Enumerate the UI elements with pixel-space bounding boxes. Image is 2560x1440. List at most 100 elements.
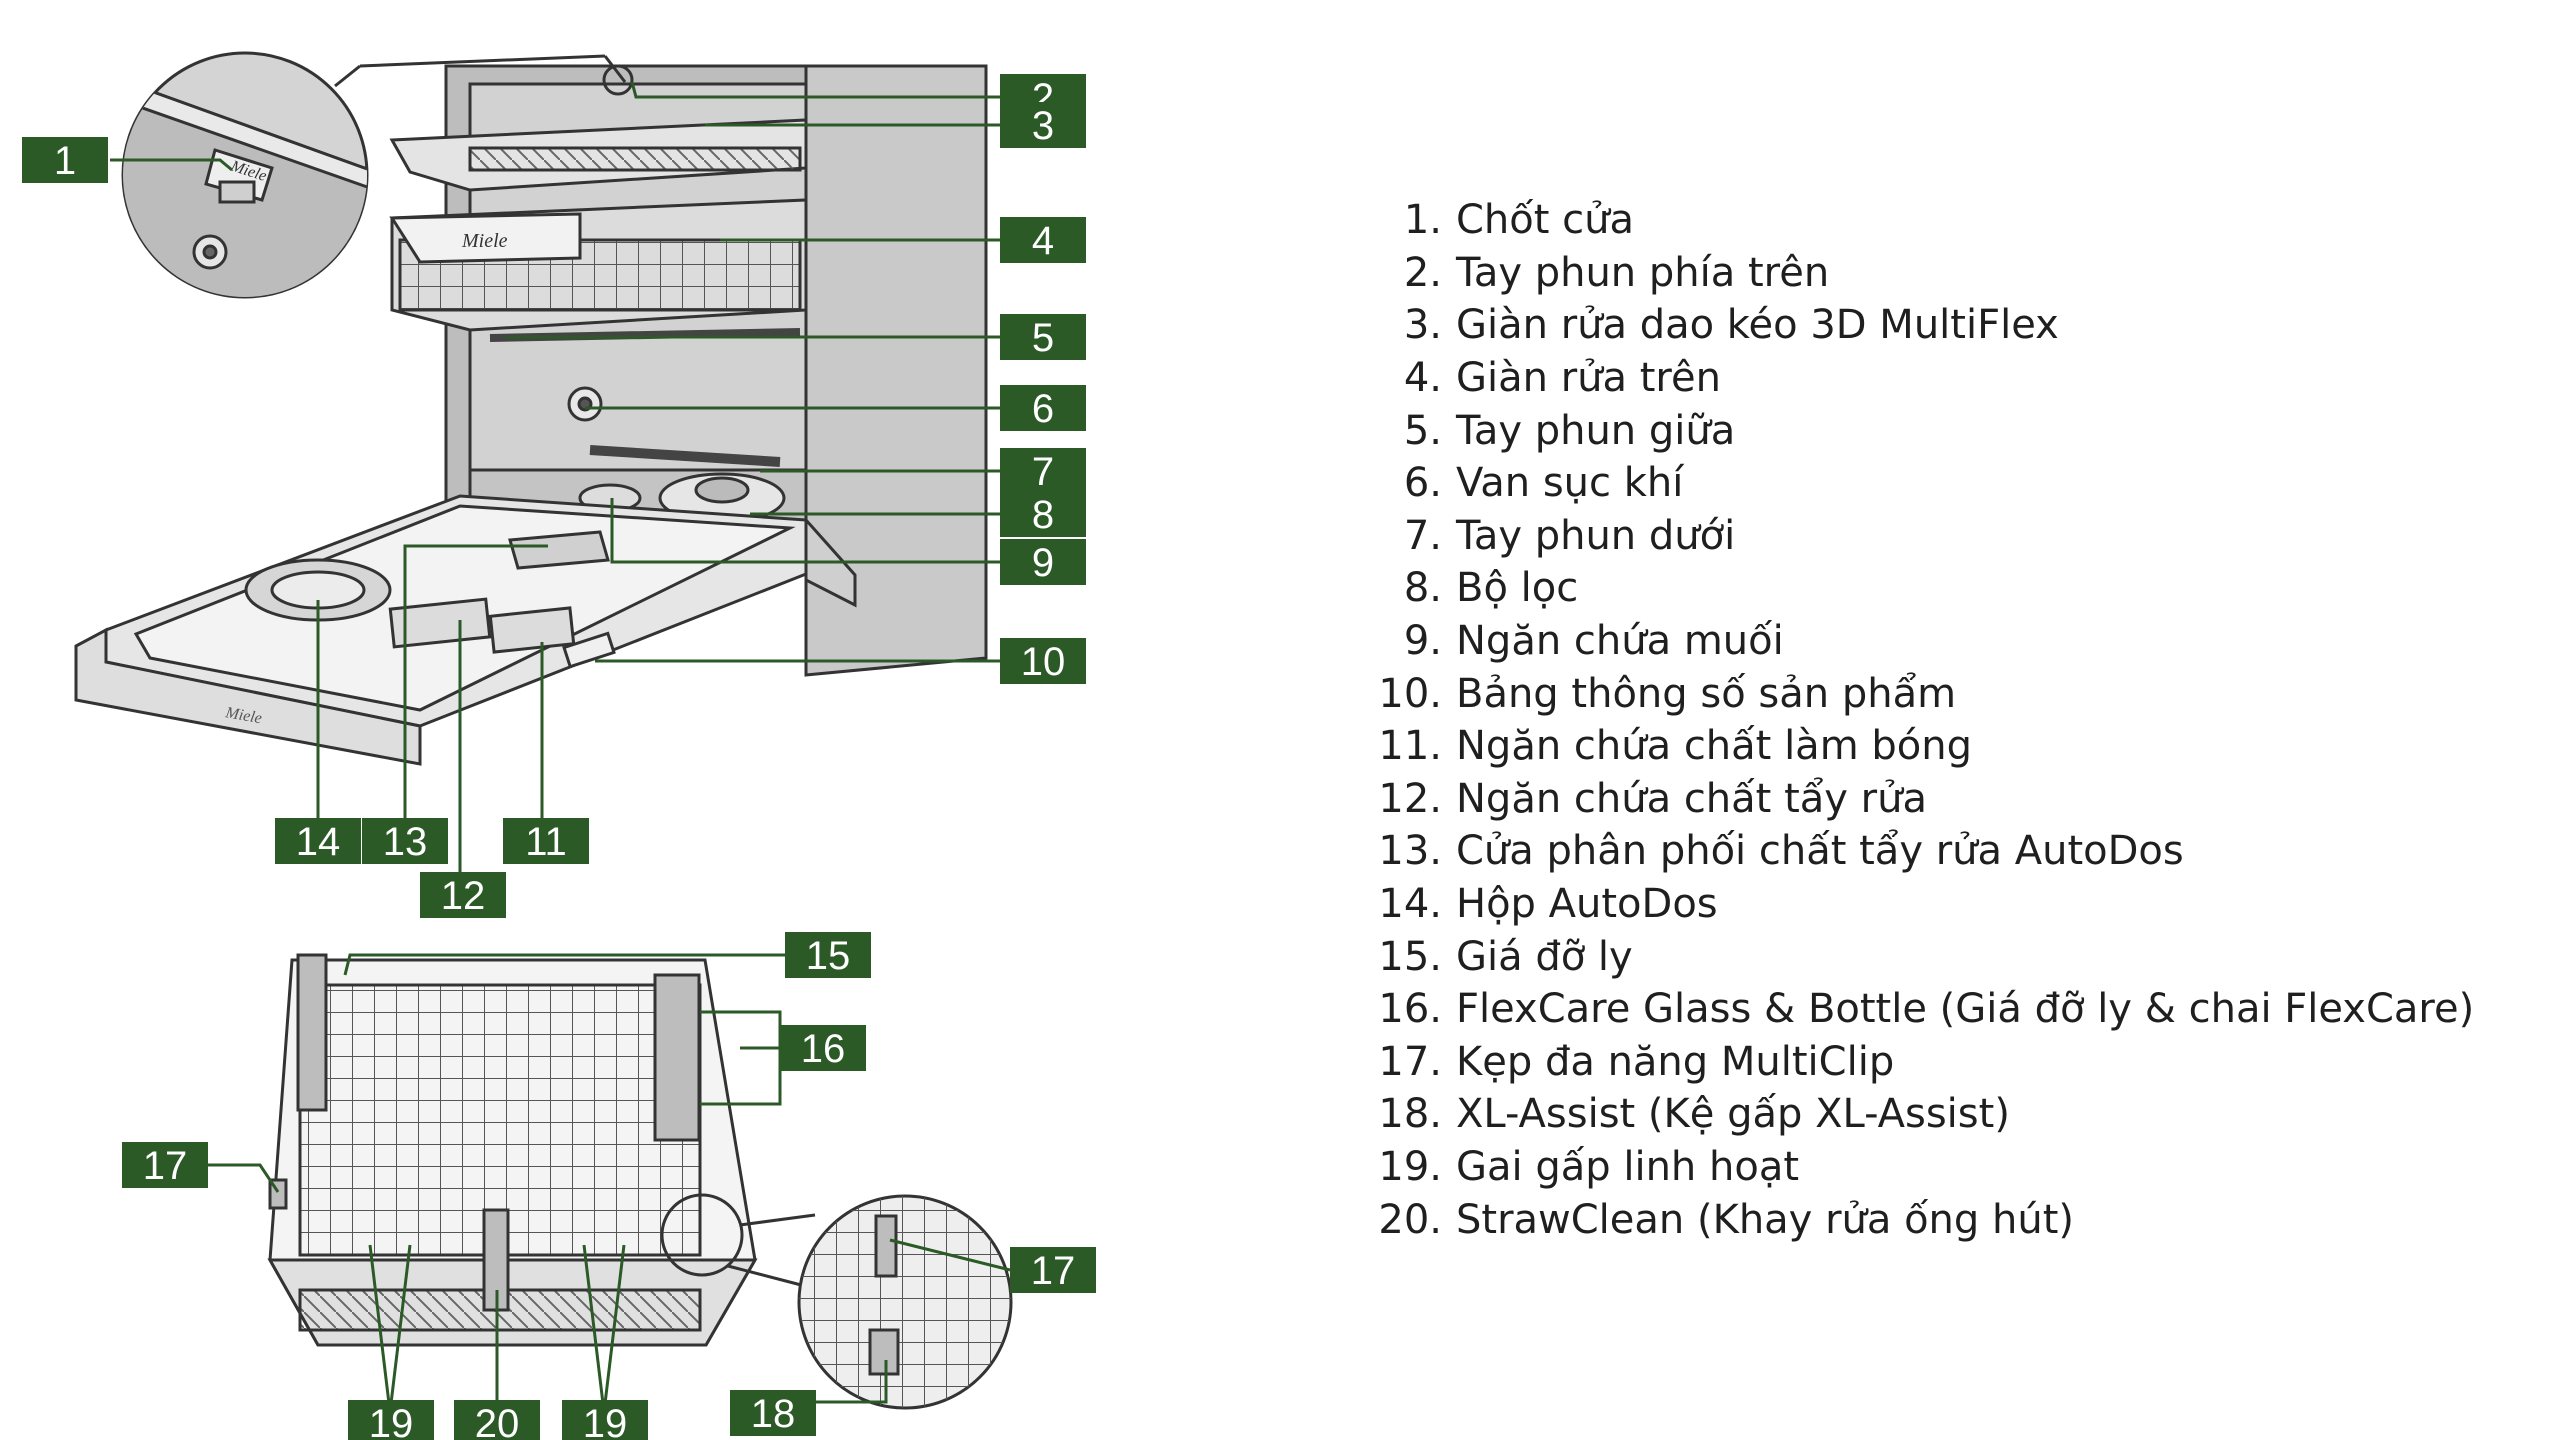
- callout-tag: 3: [1000, 102, 1086, 148]
- legend-item-text: Giàn rửa dao kéo 3D MultiFlex: [1456, 302, 2059, 349]
- legend-item-text: StrawClean (Khay rửa ống hút): [1456, 1196, 2075, 1243]
- legend-item-number: 9.: [1403, 618, 1442, 665]
- legend-item-number: 2.: [1403, 249, 1442, 296]
- callout-tag: 17: [122, 1142, 208, 1188]
- callout-tag: 19: [348, 1400, 434, 1440]
- callout-tag-label: 15: [806, 934, 851, 978]
- callout-tag-box: [503, 818, 589, 864]
- legend-item-text: Van sục khí: [1456, 460, 1684, 507]
- legend-item: 16.FlexCare Glass & Bottle (Giá đỡ ly & …: [1352, 983, 2474, 1036]
- legend-item-number: 20.: [1378, 1196, 1442, 1243]
- callout-tag-label: 19: [583, 1402, 628, 1440]
- autodos-door: [508, 530, 610, 570]
- legend-item: 14.Hộp AutoDos: [1352, 878, 2474, 931]
- callout-tag-label: 18: [751, 1392, 796, 1436]
- callout-tag: 18: [730, 1390, 816, 1436]
- legend-item-number: 10.: [1378, 670, 1442, 717]
- callout-tag-label: 9: [1032, 541, 1054, 585]
- callout-tag-box: [1000, 491, 1086, 537]
- callout-tag-box: [1000, 638, 1086, 684]
- legend-item-text: Gai gấp linh hoạt: [1456, 1143, 1800, 1190]
- legend-item: 3. Giàn rửa dao kéo 3D MultiFlex: [1352, 299, 2474, 352]
- callout-tag-label: 1: [54, 139, 76, 183]
- callout-tag: 6: [1000, 385, 1086, 431]
- callout-tag: 4: [1000, 217, 1086, 263]
- zoom-xl-assist: [660, 1193, 1013, 1410]
- legend-item-text: Bộ lọc: [1456, 565, 1579, 612]
- lower-basket: [267, 953, 758, 1347]
- callout-tag: 1: [22, 137, 108, 183]
- legend-item: 4.Giàn rửa trên: [1352, 352, 2474, 405]
- legend-item-number: 3.: [1403, 302, 1442, 349]
- rinse-aid-compartment: [488, 606, 576, 654]
- legend-item-text: Chốt cửa: [1456, 197, 1635, 244]
- legend-item: 1.Chốt cửa: [1352, 194, 2474, 247]
- callout-tag-box: [420, 872, 506, 918]
- legend-item-number: 15.: [1378, 933, 1442, 980]
- callout-tag-box: [275, 818, 361, 864]
- legend-item: 18. XL-Assist (Kệ gấp XL-Assist): [1352, 1088, 2474, 1141]
- legend-item: 19.Gai gấp linh hoạt: [1352, 1141, 2474, 1194]
- callout-tag-label: 6: [1032, 387, 1054, 431]
- legend-item-number: 6.: [1403, 460, 1442, 507]
- zoom-door-latch: Miele: [121, 51, 634, 299]
- flexcare-right: [653, 973, 701, 1142]
- callout-tag: 12: [420, 872, 506, 918]
- legend-item-text: Tay phun phía trên: [1456, 249, 1830, 296]
- callout-tag-box: [1000, 217, 1086, 263]
- callout-tag-label: 17: [1031, 1249, 1076, 1293]
- legend-item-text: Ngăn chứa chất tẩy rửa: [1456, 775, 1927, 822]
- legend-item-text: Bảng thông số sản phẩm: [1456, 670, 1957, 717]
- callout-tag-box: [1000, 314, 1086, 360]
- callout-tag-label: 3: [1032, 104, 1054, 148]
- glass-holder-left: [296, 953, 328, 1112]
- callout-tag: 10: [1000, 638, 1086, 684]
- callout-tag-label: 12: [441, 874, 486, 918]
- legend-item: 13.Cửa phân phối chất tẩy rửa AutoDos: [1352, 825, 2474, 878]
- legend-item: 5.Tay phun giữa: [1352, 404, 2474, 457]
- callout-tag-label: 20: [475, 1402, 520, 1440]
- legend-item: 12. Ngăn chứa chất tẩy rửa: [1352, 773, 2474, 826]
- callout-tag-label: 5: [1032, 316, 1054, 360]
- detergent-compartment: [388, 597, 492, 649]
- callout-tag-box: [454, 1400, 540, 1440]
- callout-tag-box: [1000, 385, 1086, 431]
- legend-item-number: 13.: [1378, 828, 1442, 875]
- callout-tag: 17: [1010, 1247, 1096, 1293]
- callout-tag-label: 10: [1021, 640, 1066, 684]
- callout-tag: 20: [454, 1400, 540, 1440]
- cutlery-tray: [389, 118, 808, 192]
- callout-tag-box: [730, 1390, 816, 1436]
- filter: [658, 472, 786, 524]
- legend-item-text: Kẹp đa năng MultiClip: [1456, 1038, 1895, 1085]
- legend-item-text: Giá đỡ ly: [1456, 933, 1633, 980]
- callout-tag-label: 17: [143, 1144, 188, 1188]
- callout-tag: 9: [1000, 539, 1086, 585]
- callout-tag: 11: [503, 818, 589, 864]
- callout-tag-label: 19: [369, 1402, 414, 1440]
- legend-item-number: 18.: [1378, 1091, 1442, 1138]
- callout-tag-label: 7: [1032, 450, 1054, 494]
- callout-tag: 8: [1000, 491, 1086, 537]
- callout-tag: 13: [362, 818, 448, 864]
- callout-tag-label: 13: [383, 820, 428, 864]
- callout-tag-box: [1000, 102, 1086, 148]
- legend-item-number: 17.: [1378, 1038, 1442, 1085]
- legend-item-text: XL-Assist (Kệ gấp XL-Assist): [1456, 1091, 2010, 1138]
- callout-tag-box: [1000, 539, 1086, 585]
- callout-tag-label: 16: [801, 1027, 846, 1071]
- legend-item-number: 8.: [1403, 565, 1442, 612]
- legend-item-text: Tay phun giữa: [1456, 407, 1736, 454]
- legend-item-number: 12.: [1378, 775, 1442, 822]
- legend-item: 6. Van sục khí: [1352, 457, 2474, 510]
- callout-tag: 5: [1000, 314, 1086, 360]
- callout-tag-box: [562, 1400, 648, 1440]
- data-plate: [562, 631, 616, 669]
- aeration-valve: [567, 386, 603, 422]
- legend-item-text: Tay phun dưới: [1456, 512, 1736, 559]
- callout-tag: 16: [780, 1025, 866, 1071]
- legend-item-number: 4.: [1403, 355, 1442, 402]
